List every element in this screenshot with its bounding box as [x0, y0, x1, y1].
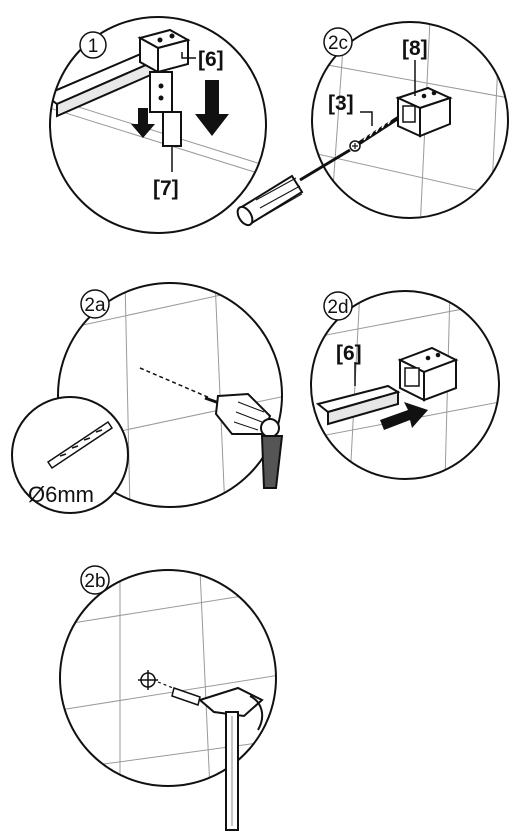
step-badge [323, 291, 353, 321]
wall-plug-icon [171, 687, 201, 706]
wall-bracket-8 [397, 346, 459, 402]
wall-bracket-6 [137, 28, 191, 113]
arrow-down-small-icon [131, 108, 155, 138]
arrow-right-icon [380, 402, 428, 430]
wall-bracket-8 [395, 86, 453, 138]
hammer-icon [197, 686, 264, 831]
power-drill-icon [204, 392, 284, 489]
panel-step-2a: Ø6mm 2a [11, 282, 284, 514]
step-number: 1 [88, 36, 99, 57]
part-label-6: [6] [336, 342, 362, 365]
screw-3 [349, 116, 400, 152]
drill-bit-icon [46, 420, 114, 470]
panel-step-2b: 2b [59, 565, 277, 831]
step-number: 2c [328, 33, 348, 54]
step-number: 2b [84, 571, 105, 592]
part-label-8: [8] [402, 37, 428, 60]
crosshair-icon [138, 670, 158, 690]
drill-bit-size: Ø6mm [28, 482, 94, 507]
step-number: 2d [327, 297, 348, 318]
panel-step-2d: 2d [6] [310, 290, 500, 480]
circle-frame [310, 290, 500, 480]
screwdriver-icon [236, 148, 351, 227]
panel-step-2c: 2c [8] [3] [236, 21, 509, 227]
step-badge [323, 27, 353, 57]
circle-frame [57, 282, 283, 508]
plate-7 [162, 111, 182, 147]
step-badge [80, 565, 110, 595]
step-number: 2a [84, 295, 106, 316]
part-label-3: [3] [328, 92, 354, 115]
circle-frame [59, 569, 277, 787]
panel-step-1: 1 [6] [7] [49, 16, 267, 234]
part-label-6: [6] [198, 48, 224, 71]
circle-frame [311, 21, 509, 219]
step-badge [80, 289, 110, 319]
arrow-down-large-icon [195, 80, 229, 136]
circle-frame [49, 16, 267, 234]
step-badge [79, 31, 107, 59]
part-label-7: [7] [153, 177, 179, 200]
